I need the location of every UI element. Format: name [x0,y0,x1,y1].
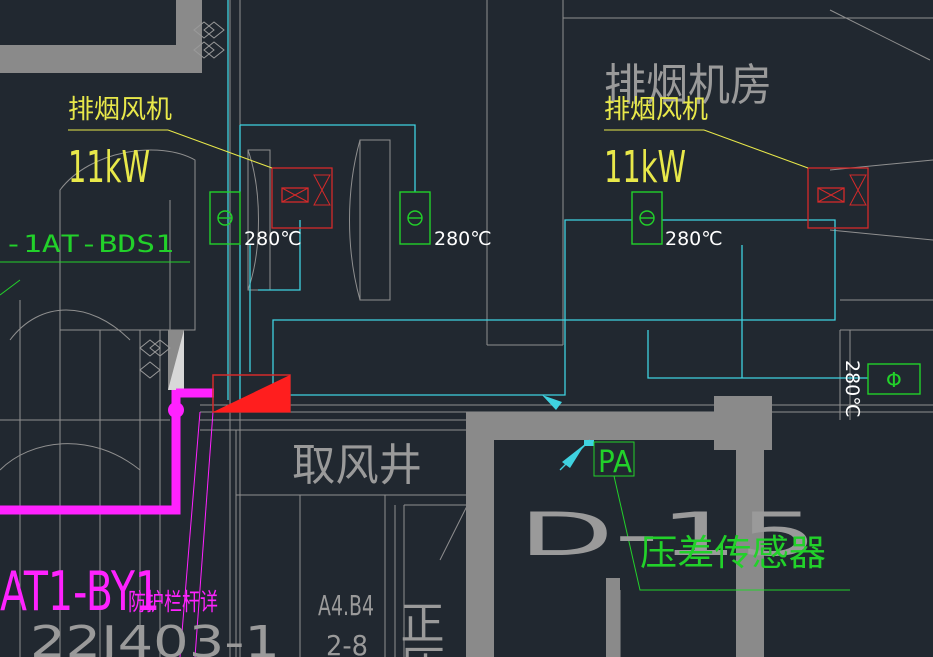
magenta-cable [0,388,214,657]
fan-left [271,167,333,229]
fan-left-name: 排烟风机 [68,95,172,125]
sensor-code: PA [598,445,632,480]
ref-number: 22J403-1 [30,617,280,657]
green-leaders [0,261,850,591]
damper-2 [399,191,431,245]
fan-right-name: 排烟风机 [604,95,708,125]
sensor-arrow [562,444,585,468]
damper-1 [209,191,241,245]
duct-arrow [542,395,562,410]
damper-4-temp: 280℃ [841,360,863,418]
shaft-name: 取风井 [292,440,422,491]
fan-right-power: 11kW [604,142,686,193]
guard-note: 防护栏杆详 [128,588,218,616]
fire-damper-box [212,374,291,413]
damper-3 [631,191,663,245]
fan-right [807,167,869,229]
vertical-text: 正压 [393,600,444,657]
leader-lines [68,129,809,169]
ductwork [227,0,868,471]
walls [0,0,772,657]
circuit-at1-label: AT1-BY1 [0,560,160,623]
damper-4 [867,363,921,395]
damper-2-temp: 280℃ [434,228,492,250]
room-code: D-15 [518,500,818,570]
circuit-bds-label: -1AT-BDS1 [4,230,174,258]
grid-ref: A4.B4 [318,589,374,622]
fan-left-power: 11kW [68,142,150,193]
damper-1-temp: 280℃ [244,228,302,250]
damper-4-symbol: Φ [886,368,902,392]
wall-hatch [168,330,184,390]
grid-ref-2: 2-8 [326,629,368,657]
damper-3-temp: 280℃ [665,228,723,250]
room-name: 排烟机房 [604,60,772,111]
sensor-name: 压差传感器 [640,533,826,574]
sensor-tip [584,440,594,446]
hatch-marks [139,21,225,379]
